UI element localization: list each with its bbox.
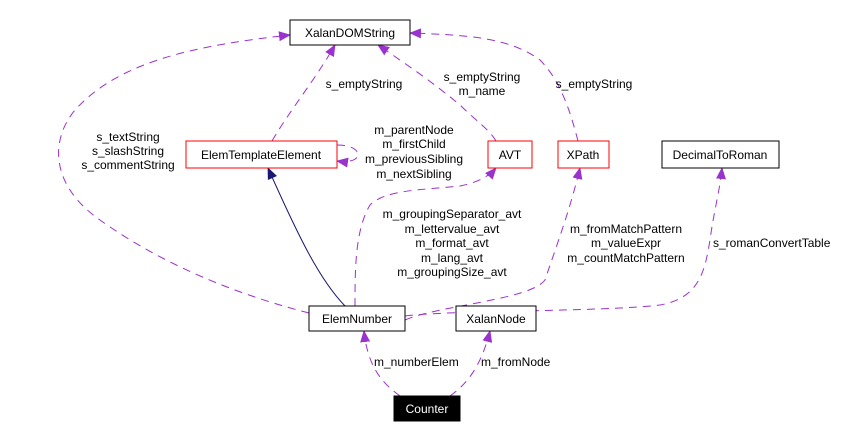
node-avt[interactable]: AVT: [487, 140, 533, 169]
edge-label: s_textString: [96, 130, 159, 144]
node-xpath[interactable]: XPath: [557, 140, 610, 169]
edges: [58, 28, 726, 397]
node-label: Counter: [406, 402, 449, 416]
edge-label: m_firstChild: [382, 137, 445, 151]
edge-label: m_nextSibling: [376, 167, 451, 181]
edge-label: m_name: [459, 84, 506, 98]
node-label: XPath: [567, 148, 600, 162]
node-elemnumber[interactable]: ElemNumber: [308, 305, 406, 332]
edge-elemtemplateelement-to-xalandomstring: [271, 44, 336, 142]
node-counter[interactable]: Counter: [393, 395, 461, 422]
edge-counter-to-xalannode: [449, 330, 493, 397]
edge-labels: s_textString s_slashString s_commentStri…: [81, 70, 830, 369]
edge-elemnumber-to-xpath: [404, 167, 583, 321]
edge-label: s_emptyString: [326, 77, 403, 91]
node-label: ElemTemplateElement: [201, 148, 322, 162]
edge-label: m_numberElem: [374, 355, 459, 369]
edge-label: m_lang_avt: [421, 251, 484, 265]
nodes: XalanDOMString ElemTemplateElement AVT X…: [185, 19, 780, 422]
node-decimaltoroman[interactable]: DecimalToRoman: [661, 140, 780, 169]
edge-label: m_groupingSize_avt: [397, 265, 507, 279]
edge-label: m_format_avt: [415, 236, 489, 250]
edge-label: s_slashString: [92, 144, 164, 158]
node-xalannode[interactable]: XalanNode: [455, 305, 537, 332]
edge-label: s_emptyString: [444, 70, 521, 84]
node-elemtemplateelement[interactable]: ElemTemplateElement: [185, 140, 338, 169]
edge-label: m_previousSibling: [365, 152, 463, 166]
edge-label: s_romanConvertTable: [713, 236, 831, 250]
node-xalandomstring[interactable]: XalanDOMString: [289, 19, 411, 46]
edge-label: m_groupingSeparator_avt: [383, 207, 522, 221]
node-label: XalanNode: [466, 312, 526, 326]
node-label: AVT: [499, 148, 522, 162]
edge-elemnumber-to-decimaltoroman: [404, 167, 726, 317]
edge-xpath-to-xalandomstring: [409, 28, 579, 142]
edge-avt-to-xalandomstring: [377, 44, 497, 142]
edge-elemnumber-to-xalandomstring: [58, 31, 310, 314]
node-label: XalanDOMString: [305, 26, 395, 40]
edge-label: m_parentNode: [374, 123, 454, 137]
edge-label: m_fromNode: [481, 355, 551, 369]
node-label: ElemNumber: [322, 312, 392, 326]
edge-label: m_valueExpr: [591, 236, 661, 250]
edge-label: s_emptyString: [556, 77, 633, 91]
edge-label: m_lettervalue_avt: [405, 222, 500, 236]
edge-elemnumber-to-avt: [354, 167, 497, 307]
edge-counter-to-elemnumber: [360, 330, 401, 397]
edge-elemnumber-inherits-elemtemplateelement: [267, 167, 346, 307]
edge-label: s_commentString: [81, 158, 174, 172]
edge-elemtemplateelement-self: [336, 144, 359, 168]
edge-label: m_countMatchPattern: [567, 251, 684, 265]
node-label: DecimalToRoman: [673, 148, 768, 162]
edge-label: m_fromMatchPattern: [570, 222, 682, 236]
